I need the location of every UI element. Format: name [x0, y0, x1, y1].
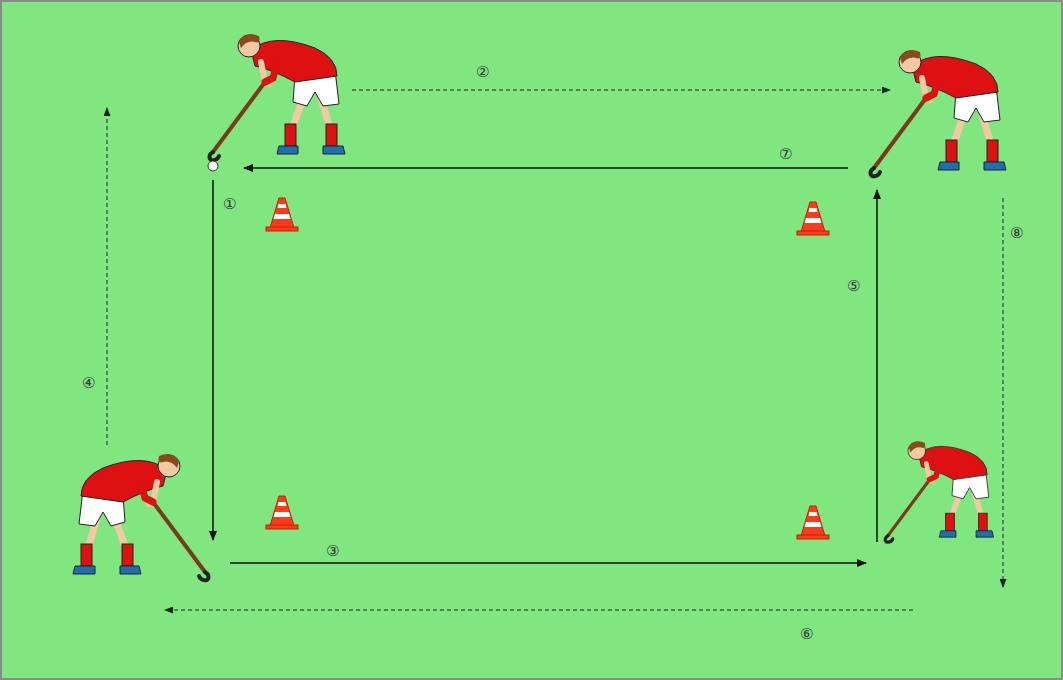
run-arrow: [165, 610, 913, 611]
cone: [266, 198, 298, 231]
ball: [208, 161, 218, 171]
callout-number: ②: [476, 64, 489, 80]
player-figure: [209, 34, 345, 160]
callout-number: ①: [223, 196, 236, 212]
callout-number: ⑧: [1010, 225, 1023, 241]
callout-number: ④: [82, 375, 95, 391]
cones: [266, 198, 829, 539]
run-arrow: [352, 90, 890, 91]
callout-number: ③: [326, 543, 339, 559]
player-figure: [885, 441, 993, 542]
cone: [266, 496, 298, 529]
pass-arrow: [212, 180, 214, 540]
pass-arrow: [876, 190, 878, 542]
callout-number: ⑥: [800, 626, 813, 642]
callout-number: ⑤: [847, 278, 860, 294]
player-figure: [870, 50, 1006, 176]
pass-arrow: [244, 167, 848, 169]
run-lines: [107, 90, 1003, 610]
pass-arrow: [230, 562, 866, 564]
players: [73, 34, 1006, 580]
cone: [797, 202, 829, 235]
cone: [797, 506, 829, 539]
callout-number: ⑦: [779, 146, 792, 162]
run-arrow: [107, 108, 108, 445]
player-figure: [73, 454, 209, 580]
run-arrow: [1003, 198, 1004, 587]
pass-lines: [213, 168, 877, 563]
